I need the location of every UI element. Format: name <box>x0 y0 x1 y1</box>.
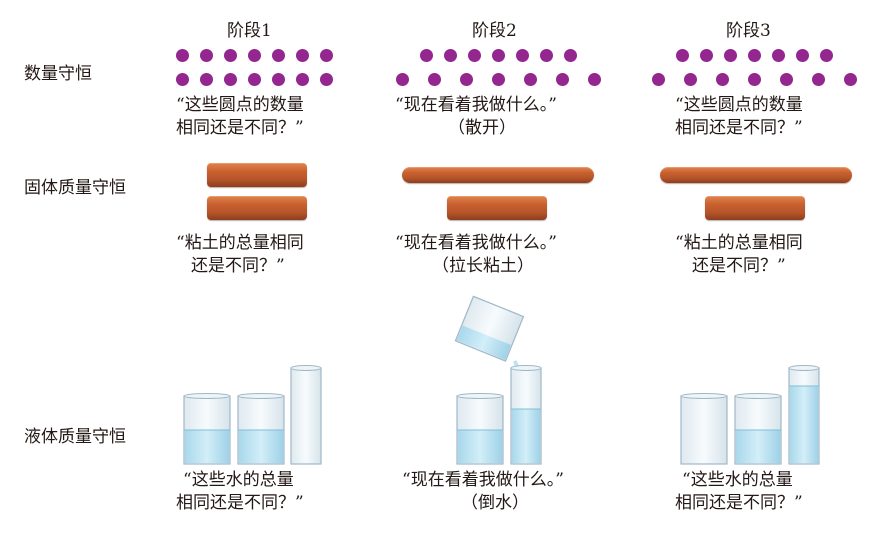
dot <box>428 73 441 86</box>
caption-number-stage-2-line-2: （散开） <box>448 118 516 138</box>
header-stage-2: 阶段2 <box>472 21 517 41</box>
dot <box>564 49 577 62</box>
clay-piece-stage-1-top <box>207 163 307 187</box>
header-stage-1: 阶段1 <box>227 21 272 41</box>
dot <box>224 49 237 62</box>
dot <box>396 73 409 86</box>
glass-short-stage-2 <box>456 393 504 465</box>
clay-roll-stage-3 <box>660 167 852 183</box>
dot <box>772 49 785 62</box>
clay-piece-stage-1-bottom <box>207 196 307 220</box>
dot <box>780 73 793 86</box>
dot <box>420 49 433 62</box>
dot <box>524 73 537 86</box>
glass-short-stage-1-b <box>237 393 285 465</box>
caption-solid-stage-3-line-2: 还是不同？” <box>692 256 786 276</box>
caption-number-stage-1-line-1: “这些圆点的数量 <box>176 95 304 115</box>
glass-tall-full-stage-3 <box>788 365 820 465</box>
dot <box>468 49 481 62</box>
caption-liquid-stage-3-line-1: “这些水的总量 <box>682 470 793 490</box>
dot <box>176 73 189 86</box>
clay-roll-stage-2 <box>402 167 594 183</box>
caption-number-stage-2-line-1: “现在看着我做什么。” <box>395 95 557 115</box>
dot <box>540 49 553 62</box>
dot <box>272 49 285 62</box>
caption-solid-stage-2-line-1: “现在看着我做什么。” <box>395 233 557 253</box>
glass-tall-filling-stage-2 <box>510 365 542 465</box>
dot <box>588 73 601 86</box>
dot <box>748 49 761 62</box>
dot <box>724 49 737 62</box>
row-label-liquid: 液体质量守恒 <box>24 427 126 447</box>
caption-liquid-stage-3-line-2: 相同还是不同？” <box>675 493 803 513</box>
dot <box>200 73 213 86</box>
clay-piece-stage-2 <box>447 196 547 220</box>
caption-liquid-stage-1-line-1: “这些水的总量 <box>183 470 294 490</box>
dot <box>272 73 285 86</box>
caption-liquid-stage-2-line-2: （倒水） <box>461 493 529 513</box>
dot <box>812 73 825 86</box>
header-stage-3: 阶段3 <box>726 21 771 41</box>
dot <box>296 73 309 86</box>
dot <box>320 73 333 86</box>
dot <box>444 49 457 62</box>
glass-tall-empty-stage-1 <box>290 365 322 465</box>
dot <box>492 73 505 86</box>
dot <box>320 49 333 62</box>
dot <box>684 73 697 86</box>
dot <box>716 73 729 86</box>
dot <box>200 49 213 62</box>
dot <box>820 49 833 62</box>
dot <box>844 73 857 86</box>
dot <box>492 49 505 62</box>
dot <box>516 49 529 62</box>
dot <box>248 73 261 86</box>
glass-short-stage-1-a <box>183 393 231 465</box>
row-label-number: 数量守恒 <box>24 64 92 84</box>
caption-solid-stage-1-line-2: 还是不同？” <box>191 256 285 276</box>
dot <box>296 49 309 62</box>
caption-solid-stage-1-line-1: “粘土的总量相同 <box>176 233 304 253</box>
dot <box>700 49 713 62</box>
caption-number-stage-3-line-1: “这些圆点的数量 <box>675 95 803 115</box>
dot <box>748 73 761 86</box>
glass-tilted-pouring-stage-2 <box>454 295 525 362</box>
dot <box>460 73 473 86</box>
clay-piece-stage-3 <box>705 196 805 220</box>
dot <box>248 49 261 62</box>
caption-solid-stage-2-line-2: （拉长粘土） <box>432 256 534 276</box>
row-label-solid: 固体质量守恒 <box>24 178 126 198</box>
dot <box>556 73 569 86</box>
glass-short-empty-stage-3 <box>680 393 728 465</box>
dot <box>652 73 665 86</box>
caption-solid-stage-3-line-1: “粘土的总量相同 <box>675 233 803 253</box>
glass-short-stage-3 <box>734 393 782 465</box>
dot <box>224 73 237 86</box>
caption-number-stage-1-line-2: 相同还是不同？” <box>176 118 304 138</box>
caption-liquid-stage-2-line-1: “现在看着我做什么。” <box>402 470 564 490</box>
dot <box>796 49 809 62</box>
dot <box>676 49 689 62</box>
caption-liquid-stage-1-line-2: 相同还是不同？” <box>176 493 304 513</box>
caption-number-stage-3-line-2: 相同还是不同？” <box>675 118 803 138</box>
dot <box>176 49 189 62</box>
